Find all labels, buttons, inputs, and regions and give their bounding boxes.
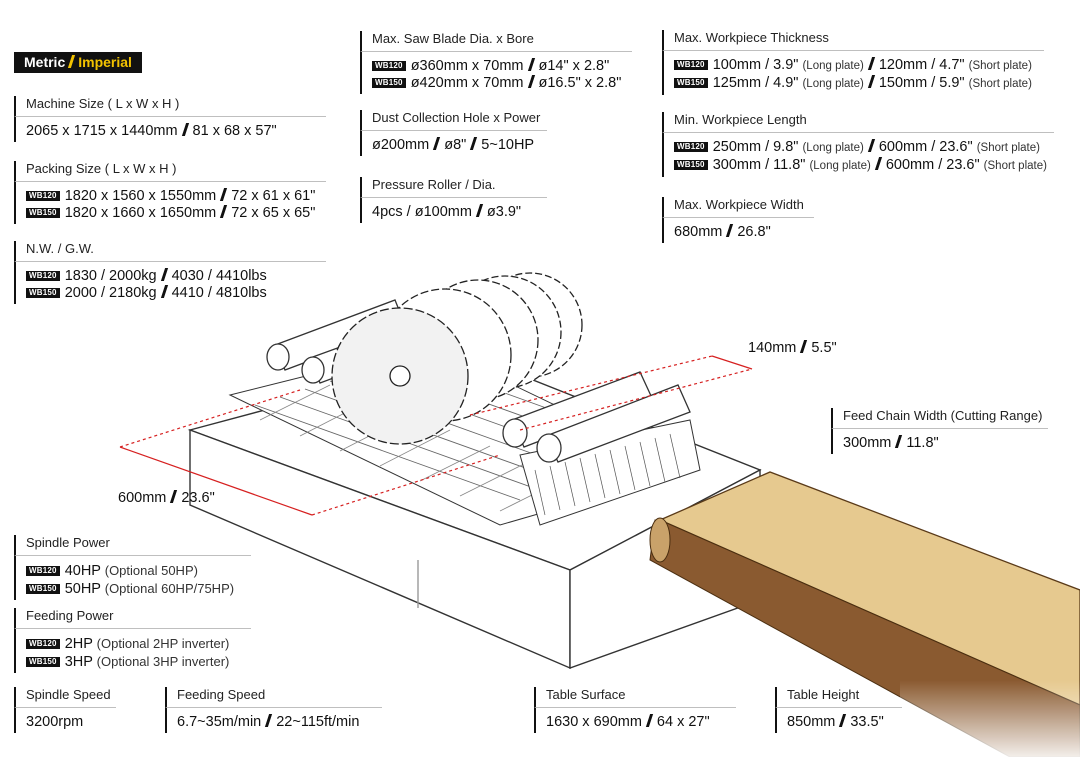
spec-label: Feeding Power (14, 608, 251, 629)
imperial-label: Imperial (78, 54, 132, 70)
model-badge: WB120 (26, 566, 60, 576)
spec-label: Spindle Speed (14, 687, 116, 708)
model-badge: WB120 (674, 142, 708, 152)
model-badge: WB120 (674, 60, 708, 70)
model-badge: WB120 (26, 271, 60, 281)
unit-toggle: Metric Imperial (14, 52, 142, 73)
model-badge: WB120 (372, 61, 406, 71)
spec-label: Pressure Roller / Dia. (360, 177, 547, 198)
spec-label: N.W. / G.W. (14, 241, 326, 262)
spec-spindle-speed: Spindle Speed 3200rpm (14, 687, 116, 733)
model-badge: WB150 (26, 657, 60, 667)
spec-value: 3200rpm (26, 714, 84, 730)
spec-label: Table Surface (534, 687, 736, 708)
model-badge: WB150 (674, 78, 708, 88)
spec-label: Max. Saw Blade Dia. x Bore (360, 31, 632, 52)
spec-label: Max. Workpiece Thickness (662, 30, 1044, 51)
spec-machine-size: Machine Size ( L x W x H ) 2065 x 1715 x… (14, 96, 326, 142)
spec-label: Feed Chain Width (Cutting Range) (831, 408, 1048, 429)
model-badge: WB120 (26, 191, 60, 201)
model-badge: WB150 (372, 78, 406, 88)
spec-label: Max. Workpiece Width (662, 197, 814, 218)
model-badge: WB150 (26, 208, 60, 218)
pressure-rollers-front (502, 371, 691, 463)
spec-label: Machine Size ( L x W x H ) (14, 96, 326, 117)
spec-label: Dust Collection Hole x Power (360, 110, 547, 131)
spec-label: Table Height (775, 687, 902, 708)
metric-label: Metric (24, 54, 66, 70)
spec-label: Spindle Power (14, 535, 251, 556)
spec-label: Packing Size ( L x W x H ) (14, 161, 326, 182)
model-badge: WB150 (674, 160, 708, 170)
dimension-lines (119, 355, 753, 516)
saw-blades (331, 272, 583, 445)
model-badge: WB150 (26, 288, 60, 298)
model-badge: WB120 (26, 639, 60, 649)
spec-label: Min. Workpiece Length (662, 112, 1054, 133)
model-badge: WB150 (26, 584, 60, 594)
spec-label: Feeding Speed (165, 687, 382, 708)
